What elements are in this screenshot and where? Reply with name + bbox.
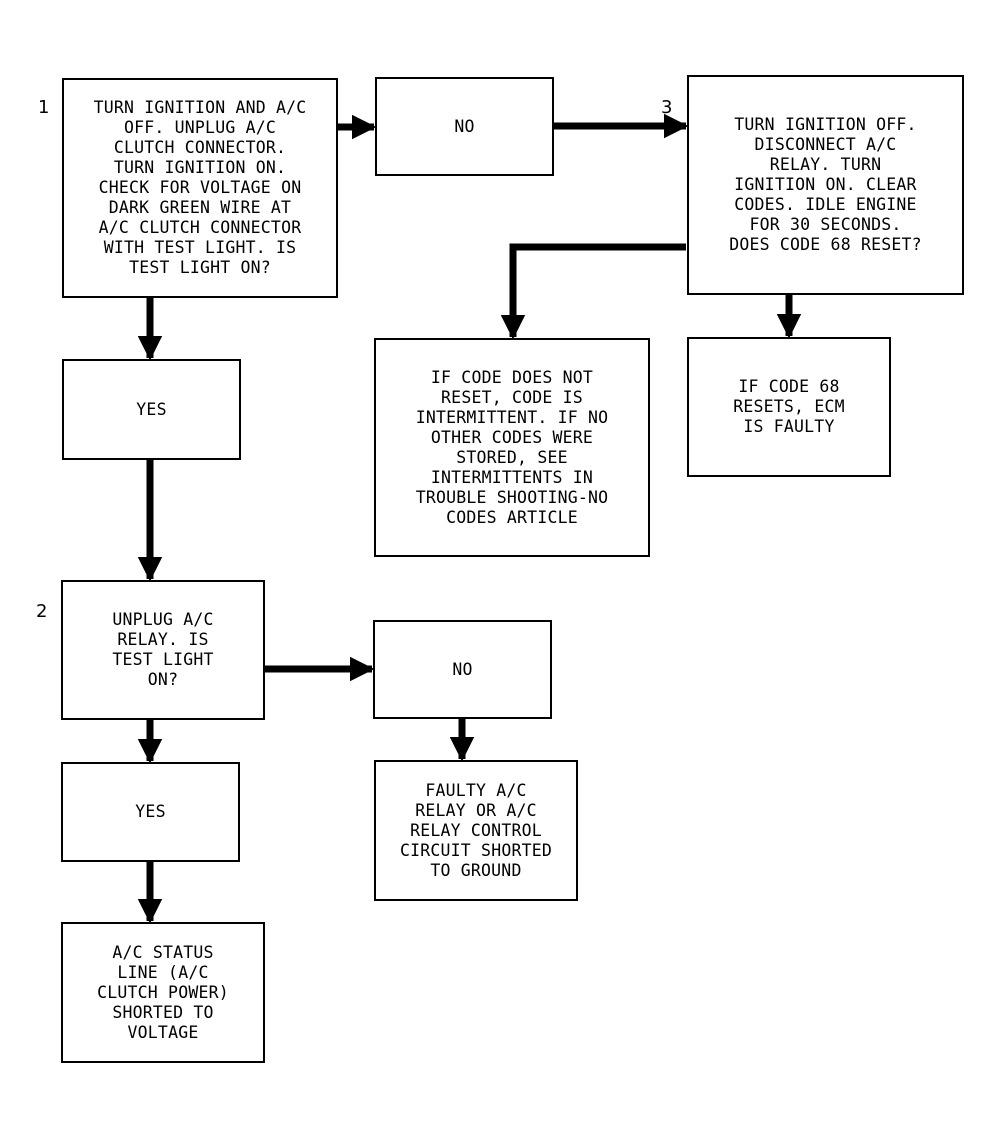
connector-step3-to-not-reset bbox=[500, 243, 686, 340]
step1-no-text: NO bbox=[454, 116, 475, 136]
step1-no-box: NO bbox=[375, 77, 554, 176]
step2-yes-text: YES bbox=[135, 802, 166, 821]
step2-question-box: UNPLUG A/C RELAY. IS TEST LIGHT ON? bbox=[61, 580, 265, 720]
step-number-3: 3 bbox=[661, 97, 673, 118]
step2-yes-box: YES bbox=[61, 762, 240, 862]
step2-yes-result-text: A/C STATUS LINE (A/C CLUTCH POWER) SHORT… bbox=[97, 942, 229, 1042]
step3-not-reset-box: IF CODE DOES NOT RESET, CODE IS INTERMIT… bbox=[374, 338, 650, 557]
step-number-2: 2 bbox=[36, 601, 48, 622]
step-number-1: 1 bbox=[38, 97, 50, 118]
step1-yes-box: YES bbox=[62, 359, 241, 460]
step3-question-text: TURN IGNITION OFF. DISCONNECT A/C RELAY.… bbox=[729, 115, 922, 254]
step3-question-box: TURN IGNITION OFF. DISCONNECT A/C RELAY.… bbox=[687, 75, 964, 295]
step2-no-result-text: FAULTY A/C RELAY OR A/C RELAY CONTROL CI… bbox=[399, 780, 552, 880]
step3-not-reset-text: IF CODE DOES NOT RESET, CODE IS INTERMIT… bbox=[415, 367, 609, 527]
step3-resets-box: IF CODE 68 RESETS, ECM IS FAULTY bbox=[687, 337, 891, 477]
step2-no-result-box: FAULTY A/C RELAY OR A/C RELAY CONTROL CI… bbox=[374, 760, 578, 901]
step2-question-text: UNPLUG A/C RELAY. IS TEST LIGHT ON? bbox=[112, 610, 214, 689]
step1-question-box: TURN IGNITION AND A/C OFF. UNPLUG A/C CL… bbox=[62, 78, 338, 298]
step1-question-text: TURN IGNITION AND A/C OFF. UNPLUG A/C CL… bbox=[93, 98, 307, 277]
step3-resets-text: IF CODE 68 RESETS, ECM IS FAULTY bbox=[733, 377, 845, 436]
step2-no-text: NO bbox=[452, 659, 473, 679]
step2-yes-result-box: A/C STATUS LINE (A/C CLUTCH POWER) SHORT… bbox=[61, 922, 265, 1063]
step1-yes-text: YES bbox=[136, 399, 167, 419]
step2-no-box: NO bbox=[373, 620, 552, 719]
